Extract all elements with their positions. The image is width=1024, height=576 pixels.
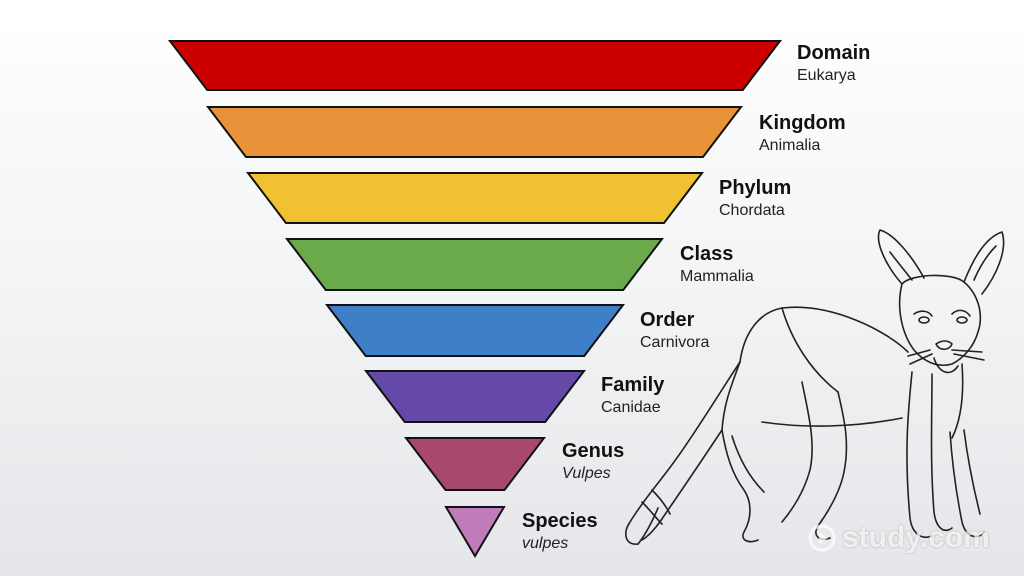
rank-class: Class	[680, 243, 734, 265]
rank-kingdom: Kingdom	[759, 112, 846, 134]
taxon-family: Canidae	[601, 399, 661, 416]
band-genus	[403, 437, 547, 491]
taxon-class: Mammalia	[680, 268, 754, 285]
label-phylum: Phylum Chordata	[719, 176, 791, 221]
watermark-text: study.com	[842, 521, 990, 554]
label-class: Class Mammalia	[680, 242, 754, 287]
taxon-domain: Eukarya	[797, 67, 856, 84]
label-genus: Genus Vulpes	[562, 439, 624, 484]
rank-order: Order	[640, 309, 695, 331]
study-logo-icon	[808, 524, 836, 552]
top-strip	[0, 0, 1024, 34]
rank-family: Family	[601, 374, 665, 396]
taxon-kingdom: Animalia	[759, 137, 821, 154]
band-order	[324, 304, 626, 357]
band-phylum	[245, 172, 705, 224]
rank-phylum: Phylum	[719, 177, 792, 199]
band-family	[363, 370, 587, 423]
taxon-phylum: Chordata	[719, 202, 785, 219]
rank-domain: Domain	[797, 42, 871, 64]
band-kingdom	[205, 106, 744, 158]
rank-species: Species	[522, 510, 598, 532]
band-domain	[167, 40, 783, 91]
label-family: Family Canidae	[601, 373, 664, 418]
band-class	[284, 238, 665, 291]
taxon-order: Carnivora	[640, 334, 710, 351]
taxon-genus: Vulpes	[562, 465, 611, 482]
rank-genus: Genus	[562, 440, 625, 462]
study-com-watermark: study.com	[808, 518, 1018, 558]
taxon-species: vulpes	[522, 535, 569, 552]
label-kingdom: Kingdom Animalia	[759, 111, 846, 156]
fox-line-drawing	[625, 229, 1005, 545]
label-species: Species vulpes	[522, 509, 598, 554]
band-species	[444, 506, 506, 558]
label-order: Order Carnivora	[640, 308, 709, 353]
label-domain: Domain Eukarya	[797, 41, 870, 86]
